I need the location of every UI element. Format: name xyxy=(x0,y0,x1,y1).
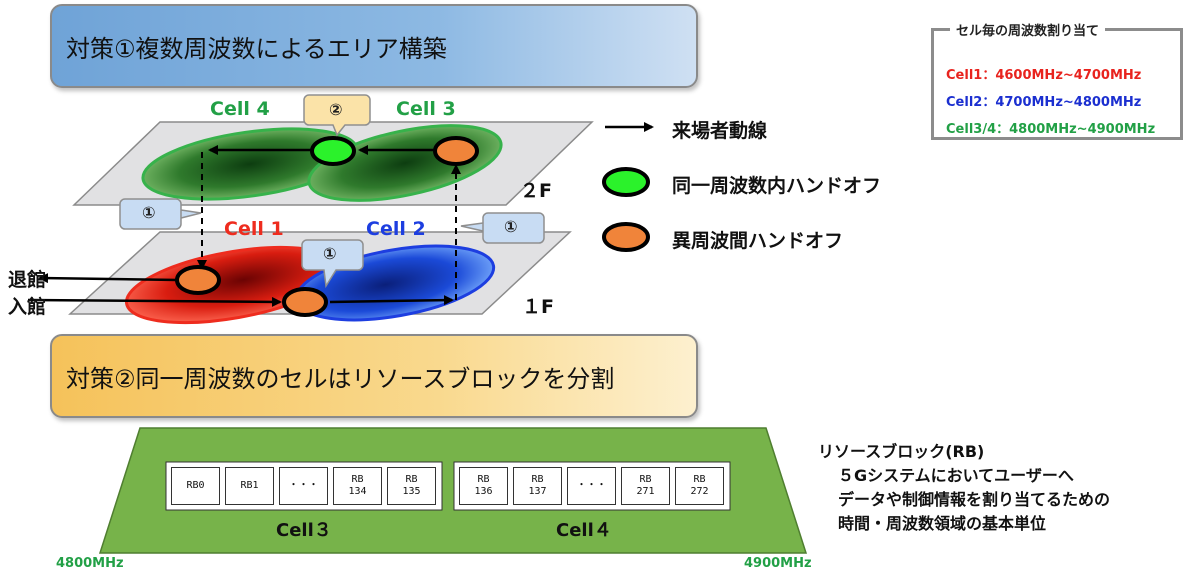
freq-end-label: 4900MHz xyxy=(744,556,812,571)
cell1-label: Cell 1 xyxy=(224,218,284,240)
inter-freq-handoff-marker-exit xyxy=(175,265,221,295)
floor-1f-label: １F xyxy=(522,296,554,318)
rb-block-text: 272 xyxy=(690,486,709,497)
rb-desc-line1: ５Gシステムにおいてユーザーへ xyxy=(838,466,1074,485)
rb-block-text: RB xyxy=(351,474,364,485)
callout-1-bubble-right xyxy=(460,212,545,244)
rb-block-cell3: ・・・ xyxy=(279,467,328,505)
flow-exit xyxy=(38,273,179,284)
rb-cell3-label: Cell３ xyxy=(276,520,332,541)
callout-1-bubble-center xyxy=(301,239,364,289)
rb-band xyxy=(98,427,808,554)
legend-cell1: Cell1：4600MHz~4700MHz xyxy=(946,68,1142,83)
rb-block-text: RB xyxy=(477,474,490,485)
exit-label: 退館 xyxy=(8,269,47,291)
callout-2-bubble xyxy=(303,94,371,137)
legend-cell2: Cell2：4700MHz~4800MHz xyxy=(946,95,1142,110)
measure2-banner: 対策②同一周波数のセルはリソースブロックを分割 xyxy=(50,334,698,418)
rb-block-text: RB xyxy=(531,474,544,485)
callout-1-label-center: ① xyxy=(323,244,337,263)
key-inter-freq-handoff: 異周波間ハンドオフ xyxy=(672,230,844,252)
callout-1-bubble-left xyxy=(119,198,202,230)
cell3-label: Cell 3 xyxy=(396,98,456,120)
rb-block-text: 271 xyxy=(636,486,655,497)
measure1-text: 対策①複数周波数によるエリア構築 xyxy=(66,34,447,63)
rb-block-text: RB0 xyxy=(186,480,205,491)
measure1-banner: 対策①複数周波数によるエリア構築 xyxy=(50,4,698,88)
rb-block-text: ・・・ xyxy=(576,480,607,491)
measure2-text: 対策②同一周波数のセルはリソースブロックを分割 xyxy=(66,364,615,393)
rb-desc-line3: 時間・周波数領域の基本単位 xyxy=(838,514,1047,533)
rb-block-text: RB xyxy=(693,474,706,485)
rb-block-text: 137 xyxy=(528,486,547,497)
inter-freq-handoff-marker-entry xyxy=(282,287,328,317)
rb-desc-line2: データや制御情報を割り当てるための xyxy=(838,490,1111,509)
callout-1-label-left: ① xyxy=(142,203,156,222)
legend-cell34: Cell3/4：4800MHz~4900MHz xyxy=(946,122,1156,137)
freq-start-label: 4800MHz xyxy=(56,556,124,571)
key-same-freq-handoff: 同一周波数内ハンドオフ xyxy=(672,175,882,197)
rb-block-text: ・・・ xyxy=(288,480,319,491)
same-freq-handoff-marker-2f xyxy=(310,136,356,166)
cell4-label: Cell 4 xyxy=(210,98,270,120)
rb-block-text: RB xyxy=(405,474,418,485)
floor-2f-label: ２F xyxy=(520,180,552,202)
inter-freq-handoff-marker-2f xyxy=(433,136,479,166)
key-visitor-flow: 来場者動線 xyxy=(672,120,768,142)
callout-1-label-right: ① xyxy=(504,217,518,236)
callout-2-label: ② xyxy=(329,100,343,119)
rb-block-text: RB1 xyxy=(240,480,259,491)
rb-block-cell3: RB1 xyxy=(225,467,274,505)
rb-desc-title: リソースブロック(RB) xyxy=(818,442,985,461)
rb-block-text: 136 xyxy=(474,486,493,497)
key-same-freq-marker xyxy=(602,167,650,197)
key-inter-freq-marker xyxy=(602,222,650,252)
rb-block-cell3: RB0 xyxy=(171,467,220,505)
rb-block-text: 134 xyxy=(348,486,367,497)
rb-block-cell4: ・・・ xyxy=(567,467,616,505)
cell2-label: Cell 2 xyxy=(366,218,426,240)
rb-block-text: RB xyxy=(639,474,652,485)
entry-label: 入館 xyxy=(8,296,47,318)
flow-1f-right xyxy=(329,295,454,306)
frequency-legend-title: セル毎の周波数割り当て xyxy=(950,20,1106,39)
rb-cell4-label: Cell４ xyxy=(556,520,612,541)
rb-block-text: 135 xyxy=(402,486,421,497)
flow-entry xyxy=(27,296,282,307)
